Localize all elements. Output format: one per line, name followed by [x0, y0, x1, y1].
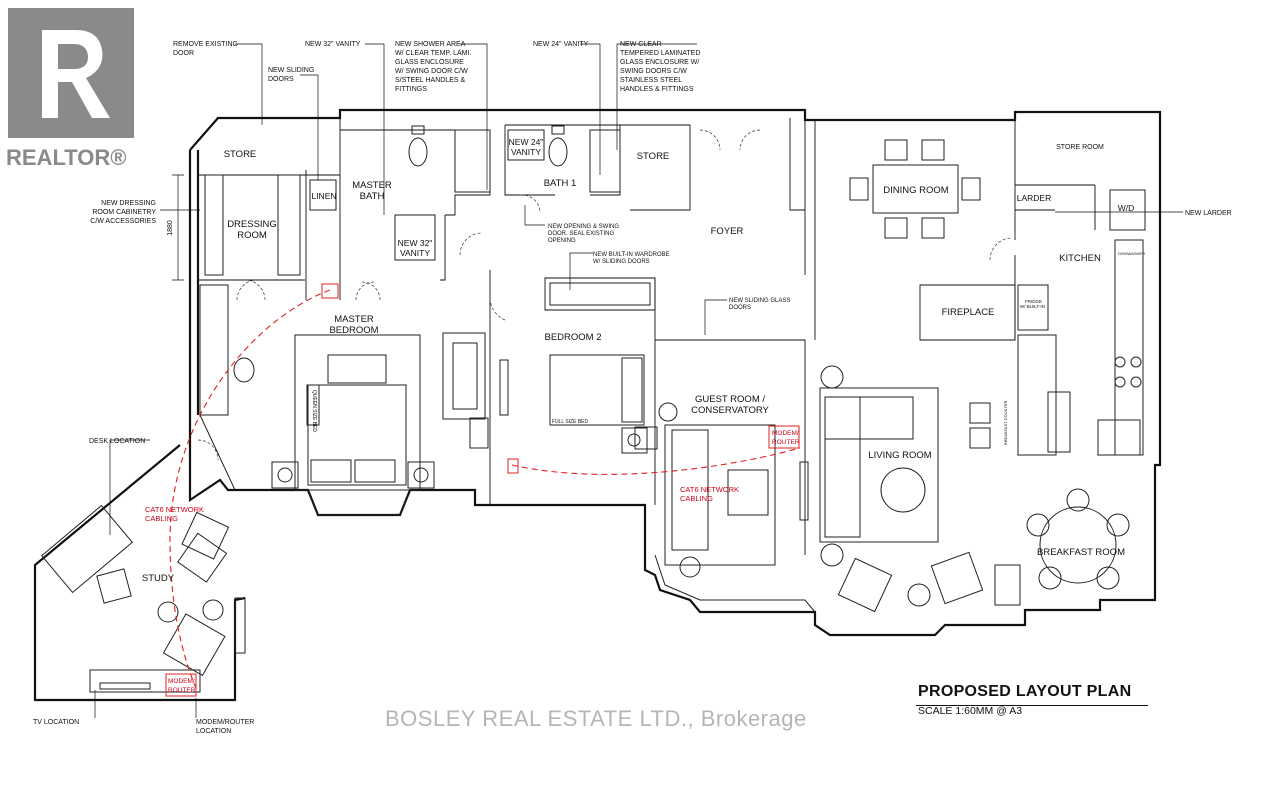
label-master-bed-1: MASTER	[334, 314, 374, 325]
label-vanity32-1: NEW 32"	[398, 238, 433, 248]
label-vanity32-2: VANITY	[400, 248, 430, 258]
label-kitchen: KITCHEN	[1059, 253, 1101, 264]
fixtures	[40, 125, 1146, 693]
note-shower-4: W/ SWING DOOR C/W	[395, 68, 468, 75]
label-vanity24-2: VANITY	[511, 147, 541, 157]
note-fridge-1: FRIDGE	[1025, 299, 1042, 304]
note-desk: DESK LOCATION	[89, 438, 145, 445]
note-opening-2: DOOR. SEAL EXISTING	[548, 231, 614, 237]
label-larder: LARDER	[1017, 193, 1051, 203]
note-tv: TV LOCATION	[33, 719, 79, 726]
label-cable-guest-1: CAT6 NETWORK	[680, 485, 739, 494]
label-dressing-2: ROOM	[237, 230, 267, 241]
note-clear-1: NEW CLEAR	[620, 41, 662, 48]
label-queen-bed: QUEEN SIZE BED	[311, 390, 317, 432]
note-new-larder: NEW LARDER	[1185, 210, 1232, 217]
label-dining: DINING ROOM	[883, 185, 949, 196]
note-dressing-cab-2: ROOM CABINETRY	[92, 209, 156, 216]
note-shower-1: NEW SHOWER AREA	[395, 41, 466, 48]
note-shower-5: S/STEEL HANDLES &	[395, 77, 465, 84]
note-sliding-1: NEW SLIDING	[268, 67, 314, 74]
label-dressing-1: DRESSING	[227, 219, 277, 230]
note-remove-door-1: REMOVE EXISTING	[173, 41, 238, 48]
title-block: PROPOSED LAYOUT PLAN SCALE 1:60MM @ A3	[918, 683, 1131, 717]
note-opening-1: NEW OPENING & SWING	[548, 224, 619, 230]
note-wardrobe-2: W/ SLIDING DOORS	[593, 259, 650, 265]
title-underline	[916, 705, 1148, 706]
interior-walls	[198, 118, 1096, 555]
label-modem-study-1: MODEM/	[168, 678, 195, 685]
exterior-walls	[33, 108, 1162, 702]
label-bedroom2: BEDROOM 2	[544, 332, 601, 343]
label-vanity24-1: NEW 24"	[509, 137, 544, 147]
label-store-mid: STORE	[637, 151, 670, 162]
note-wardrobe-1: NEW BUILT-IN WARDROBE	[593, 252, 670, 258]
label-living: LIVING ROOM	[868, 450, 931, 461]
label-study: STUDY	[142, 573, 175, 584]
door-swings	[197, 129, 1013, 461]
label-fireplace: FIREPLACE	[942, 307, 995, 318]
label-master-bed-2: BEDROOM	[329, 325, 378, 336]
network-cable-study	[169, 289, 331, 689]
label-cable-study-2: CABLING	[145, 514, 178, 523]
label-master-bath-1: MASTER	[352, 180, 392, 191]
label-wd: W/D	[1118, 203, 1135, 213]
note-dishwasher: DISHWASHER	[1118, 251, 1145, 256]
plan-scale: SCALE 1:60MM @ A3	[918, 705, 1023, 717]
label-modem-study-2: ROUTER	[168, 687, 196, 694]
note-opening-3: OPENING	[548, 238, 576, 244]
label-modem-guest-2: ROUTER	[772, 439, 800, 446]
note-glass-doors-1: NEW SLIDING GLASS	[729, 298, 790, 304]
label-store-left: STORE	[224, 149, 257, 160]
note-clear-3: GLASS ENCLOSURE W/	[620, 59, 699, 66]
watermark: BOSLEY REAL ESTATE LTD., Brokerage	[385, 706, 807, 731]
note-dressing-cab-3: C/W ACCESSORIES	[90, 218, 156, 225]
note-vanity24: NEW 24" VANITY	[533, 41, 589, 48]
note-dim-1880: 1880	[167, 220, 174, 236]
label-foyer: FOYER	[711, 226, 744, 237]
note-shower-2: W/ CLEAR TEMP. LAMI.	[395, 50, 471, 57]
label-guest-2: CONSERVATORY	[691, 405, 769, 416]
label-breakfast: BREAKFAST ROOM	[1037, 547, 1125, 558]
plan-title: PROPOSED LAYOUT PLAN	[918, 683, 1132, 700]
note-modem-loc-1: MODEM/ROUTER	[196, 719, 254, 726]
note-breakfast-counter: BREAKFAST COUNTER	[1003, 401, 1008, 445]
realtor-logo-text: REALTOR®	[6, 145, 127, 170]
annotation-notes: REMOVE EXISTING DOOR NEW SLIDING DOORS N…	[33, 41, 1232, 735]
note-clear-6: HANDLES & FITTINGS	[620, 86, 694, 93]
note-remove-door-2: DOOR	[173, 50, 194, 57]
label-modem-guest-1: MODEM/	[772, 430, 799, 437]
label-linen: LINEN	[311, 191, 336, 201]
label-store-room: STORE ROOM	[1056, 144, 1104, 151]
network-cabling	[165, 283, 801, 697]
label-cable-study-1: CAT6 NETWORK	[145, 505, 204, 514]
note-shower-3: GLASS ENCLOSURE	[395, 59, 464, 66]
realtor-logo: REALTOR®	[6, 8, 134, 170]
note-clear-2: TEMPERED LAMINATED	[620, 50, 700, 57]
network-labels: CAT6 NETWORK CABLING CAT6 NETWORK CABLIN…	[145, 430, 800, 694]
note-modem-loc-2: LOCATION	[196, 728, 231, 735]
label-master-bath-2: BATH	[360, 191, 385, 202]
leader-lines	[94, 43, 1183, 718]
label-bath1: BATH 1	[544, 178, 577, 189]
note-fridge-2: W/ BUILT-IN	[1020, 304, 1045, 309]
note-dressing-cab-1: NEW DRESSING	[101, 200, 156, 207]
note-clear-5: STAINLESS STEEL	[620, 77, 682, 84]
room-labels: STORE DRESSING ROOM LINEN MASTER BATH NE…	[142, 137, 1134, 584]
note-vanity32: NEW 32" VANITY	[305, 41, 361, 48]
note-sliding-2: DOORS	[268, 76, 294, 83]
label-full-bed: FULL SIZE BED	[552, 419, 589, 425]
label-cable-guest-2: CABLING	[680, 494, 713, 503]
note-clear-4: SWING DOORS C/W	[620, 68, 687, 75]
note-shower-6: FITTINGS	[395, 86, 427, 93]
label-guest-1: GUEST ROOM /	[695, 394, 765, 405]
note-glass-doors-2: DOORS	[729, 305, 751, 311]
